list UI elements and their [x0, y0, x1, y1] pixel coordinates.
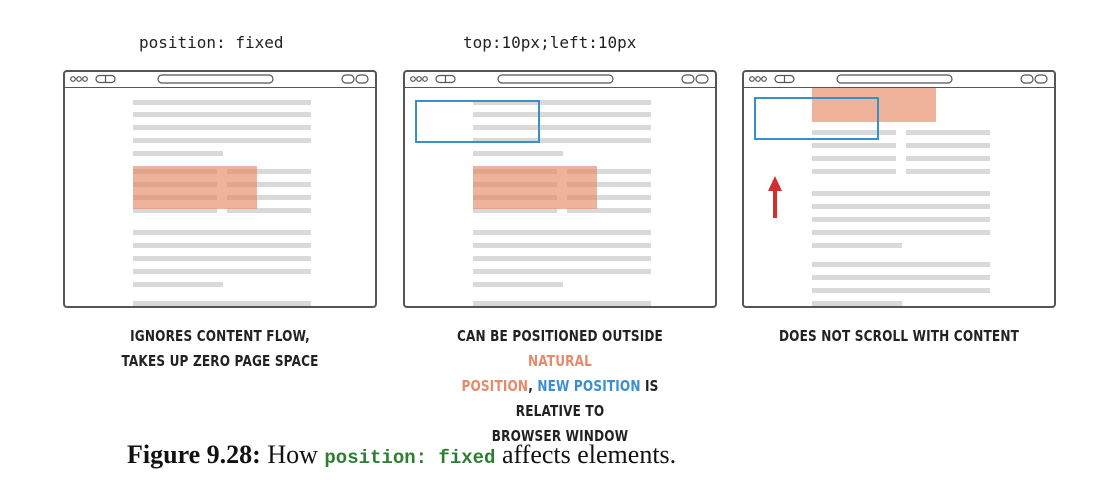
browser-window-controls-icon [70, 74, 369, 84]
browser-window-panel2 [403, 70, 717, 308]
content-line [227, 208, 311, 213]
browser-toolbar [65, 72, 375, 88]
content-line [473, 125, 651, 130]
content-line [473, 100, 651, 105]
caption-line: POSITION, NEW POSITION IS RELATIVE TO [438, 374, 683, 424]
figure-caption-code: position: fixed [324, 447, 496, 469]
content-line [473, 112, 651, 117]
caption-line: IGNORES CONTENT FLOW, [130, 327, 310, 345]
figure-caption-text: How [260, 440, 325, 469]
browser-toolbar [405, 72, 715, 88]
content-line [133, 282, 223, 287]
content-line [567, 195, 651, 200]
browser-window-controls-icon [410, 74, 709, 84]
content-line [227, 182, 311, 187]
content-line [227, 169, 311, 174]
caption-line: TAKES UP ZERO PAGE SPACE [121, 352, 319, 370]
content-line [473, 138, 651, 143]
content-line [473, 301, 651, 306]
content-line [906, 143, 990, 148]
new-position-box [415, 100, 540, 143]
content-line [812, 262, 990, 267]
caption-new-position-text: NEW POSITION [537, 377, 641, 395]
panel2-code-label: top:10px;left:10px [463, 33, 637, 52]
content-line [906, 130, 990, 135]
fixed-position-box [754, 97, 879, 140]
figure-number: Figure 9.28: [127, 440, 261, 469]
content-line [812, 301, 902, 306]
caption-text: CAN BE POSITIONED OUTSIDE [457, 327, 663, 345]
content-line [567, 208, 651, 213]
content-line [133, 208, 217, 213]
caption-natural-text: NATURAL [527, 352, 593, 370]
content-line [133, 269, 311, 274]
figure-caption: Figure 9.28: How position: fixed affects… [127, 440, 676, 470]
content-line [812, 204, 990, 209]
content-line [473, 208, 557, 213]
content-line [812, 288, 990, 293]
content-line [133, 100, 311, 105]
browser-window-controls-icon [749, 74, 1048, 84]
content-line [812, 243, 902, 248]
panel1-caption: IGNORES CONTENT FLOW, TAKES UP ZERO PAGE… [98, 324, 343, 374]
content-line [473, 243, 651, 248]
fixed-element-highlight [133, 166, 257, 209]
content-line [473, 282, 563, 287]
browser-toolbar [744, 72, 1054, 88]
content-line [227, 195, 311, 200]
content-line [133, 256, 311, 261]
content-line [133, 125, 311, 130]
content-line [567, 182, 651, 187]
up-arrow-icon [768, 176, 782, 218]
content-line [473, 230, 651, 235]
browser-window-panel3 [742, 70, 1056, 308]
natural-position-highlight [473, 166, 597, 209]
content-line [133, 138, 311, 143]
content-line [812, 156, 896, 161]
panel1-code-label: position: fixed [139, 33, 284, 52]
caption-comma: , [528, 377, 538, 395]
content-line [906, 156, 990, 161]
caption-line: DOES NOT SCROLL WITH CONTENT [778, 327, 1020, 345]
content-line [567, 169, 651, 174]
content-line [133, 243, 311, 248]
caption-text: IS RELATIVE TO [515, 377, 659, 420]
content-line [812, 217, 990, 222]
content-line [133, 301, 311, 306]
content-line [812, 143, 896, 148]
panel3-caption: DOES NOT SCROLL WITH CONTENT [777, 324, 1022, 349]
content-line [133, 230, 311, 235]
caption-line: BROWSER WINDOW [491, 427, 629, 445]
content-line [812, 191, 990, 196]
content-line [812, 275, 990, 280]
content-line [473, 256, 651, 261]
browser-window-panel1 [63, 70, 377, 308]
content-line [473, 151, 563, 156]
content-line [906, 169, 990, 174]
content-line [473, 269, 651, 274]
content-line [812, 130, 896, 135]
content-line [133, 112, 311, 117]
content-line [812, 169, 896, 174]
content-line [812, 230, 990, 235]
caption-position-text: POSITION [461, 377, 529, 395]
content-line [133, 151, 223, 156]
panel2-caption: CAN BE POSITIONED OUTSIDE NATURAL POSITI… [438, 324, 683, 449]
scrolled-natural-position-highlight [812, 88, 936, 122]
figure-caption-text: affects elements. [495, 440, 677, 469]
caption-line: CAN BE POSITIONED OUTSIDE NATURAL [438, 324, 683, 374]
